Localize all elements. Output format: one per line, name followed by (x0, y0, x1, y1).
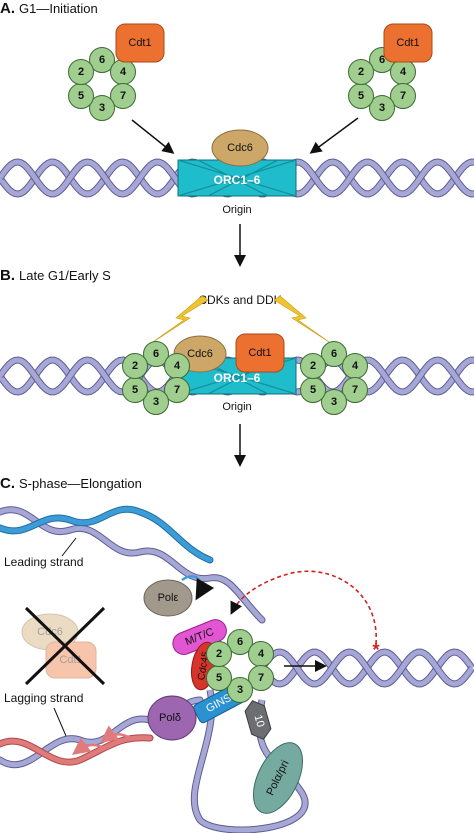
cdc6-a (211, 129, 269, 167)
mcm-subunit-m7 (248, 665, 274, 691)
mcm-subunit-m7 (342, 377, 368, 403)
mcm-subunit-label: 6 (331, 348, 337, 360)
mcm-subunit-m2 (122, 353, 148, 379)
mcm-subunit-m3 (143, 389, 169, 415)
mcm-subunit-label: 4 (120, 66, 127, 78)
origin-label-a: Origin (222, 204, 251, 216)
leading-strand-label: Leading strand (4, 555, 83, 569)
ctf4-label: 10 (252, 713, 267, 728)
mcm-subunit-m6 (143, 341, 169, 367)
mcm-subunit-m3 (227, 677, 253, 703)
mcm-subunit-m6 (321, 341, 347, 367)
mcm-subunit-label: 7 (174, 384, 180, 396)
leading-strand-pointer (61, 537, 77, 557)
mcm-subunit-label: 3 (237, 684, 243, 696)
cdc6-label-a: Cdc6 (227, 142, 253, 154)
crossed-out-licensing: Cdc6 Cdt1 (21, 613, 97, 679)
dna-strand (259, 649, 474, 687)
mcm-subunit-label: 7 (258, 672, 264, 684)
mcm-subunit-m2 (300, 353, 326, 379)
pol-epsilon-label: Polε (158, 592, 179, 604)
mcm-subunit-label: 3 (379, 102, 385, 114)
lightning-right (273, 295, 333, 345)
mcm-subunit-label: 6 (99, 54, 105, 66)
asterisk-marker: * (372, 640, 379, 660)
mcm-subunit-label: 2 (358, 66, 364, 78)
panel-b-header: B.Late G1/Early S (0, 267, 111, 284)
mcm-subunit-label: 2 (132, 360, 138, 372)
checkpoint-signal-arrow (230, 570, 377, 645)
mcm-subunit-label: 5 (78, 90, 84, 102)
mcm-subunit-label: 5 (132, 384, 138, 396)
mcm-subunit-m7 (390, 83, 416, 109)
mcm-subunit-label: 6 (237, 636, 243, 648)
lightning-left (149, 295, 209, 345)
lagging-strand-helix (0, 696, 204, 769)
mcm-complex-b-left: 6 4 7 3 5 2 (122, 341, 190, 415)
lagging-strand-label: Lagging strand (4, 691, 83, 705)
cdt1-label-b: Cdt1 (248, 347, 271, 359)
panel-c-header: C.S-phase—Elongation (0, 475, 142, 492)
cdc6-label-b: Cdc6 (187, 348, 213, 360)
orc-label-b: ORC1–6 (214, 371, 261, 385)
orc-label-a: ORC1–6 (214, 173, 261, 187)
panel-c: C.S-phase—Elongation Leading strand Lagg… (0, 475, 474, 833)
pol-alpha: Polα/pri (252, 742, 304, 814)
pol-epsilon-arrow (181, 575, 215, 601)
mcm-subunit-label: 5 (216, 672, 222, 684)
cross-line-2 (24, 606, 106, 686)
mcm-subunit-m7 (110, 83, 136, 109)
cdt1-a-right (383, 23, 433, 63)
mcm-subunit-m7 (164, 377, 190, 403)
mcm-subunit-label: 7 (352, 384, 358, 396)
mcm-subunit-label: 4 (352, 360, 359, 372)
mcm-subunit-label: 3 (153, 396, 159, 408)
mcm-subunit-m6 (89, 47, 115, 73)
mcm-subunit-label: 4 (174, 360, 181, 372)
mcm-subunit-label: 3 (99, 102, 105, 114)
lagging-strand-pointer (53, 707, 67, 737)
mcm-subunit-m2 (206, 641, 232, 667)
mcm-subunit-label: 7 (120, 90, 126, 102)
mcm-subunit-label: 4 (400, 66, 407, 78)
panel-a-header: A.G1—Initiation (0, 0, 98, 17)
mcm-complex-c: 6 4 7 3 5 2 (206, 629, 274, 703)
mcm-complex-a-right: 6 4 7 3 5 2 (348, 47, 416, 121)
mcm-subunit-m2 (348, 59, 374, 85)
cdt1-a-left (115, 23, 165, 63)
arrow-a-left (131, 119, 175, 154)
mcm-subunit-m3 (89, 95, 115, 121)
mcm-subunit-label: 4 (258, 648, 265, 660)
mcm-subunit-label: 7 (400, 90, 406, 102)
origin-label-b: Origin (222, 401, 251, 413)
mcm-complex-a-left: 6 4 7 3 5 2 (68, 47, 136, 121)
arrow-a-right (309, 117, 359, 154)
dna-helix-c (259, 648, 474, 688)
pol-epsilon (143, 579, 193, 617)
cdk-ddk-label: CDKs and DDK (198, 293, 281, 307)
mcm-subunit-label: 3 (331, 396, 337, 408)
mcm-subunit-label: 6 (153, 348, 159, 360)
leading-strand-helix (0, 505, 266, 624)
pol-delta (147, 695, 197, 741)
mcm-complex-b-right: 6 4 7 3 5 2 (300, 341, 368, 415)
mcm-subunit-label: 2 (78, 66, 84, 78)
mcm-subunit-label: 2 (310, 360, 316, 372)
panel-b: B.Late G1/Early S CDKs and DDK ORC1–6 Or… (0, 267, 474, 467)
mcm-subunit-label: 5 (310, 384, 316, 396)
mcm-subunit-m2 (68, 59, 94, 85)
mcm-subunit-m3 (321, 389, 347, 415)
ctf4-hexagon (244, 700, 272, 740)
cdt1-label-a-right: Cdt1 (396, 37, 419, 49)
mcm-subunit-label: 5 (358, 90, 364, 102)
mcm-subunit-m3 (369, 95, 395, 121)
cdt1-b (235, 333, 285, 373)
pol-delta-label: Polδ (159, 712, 181, 724)
mcm-subunit-label: 6 (379, 54, 385, 66)
mcm-subunit-m6 (227, 629, 253, 655)
mcm-subunit-label: 2 (216, 648, 222, 660)
panel-a: A.G1—Initiation ORC1–6 Cdc6 Origin 6 4 7 3 5… (0, 0, 474, 267)
cdt1-label-a-left: Cdt1 (128, 37, 151, 49)
